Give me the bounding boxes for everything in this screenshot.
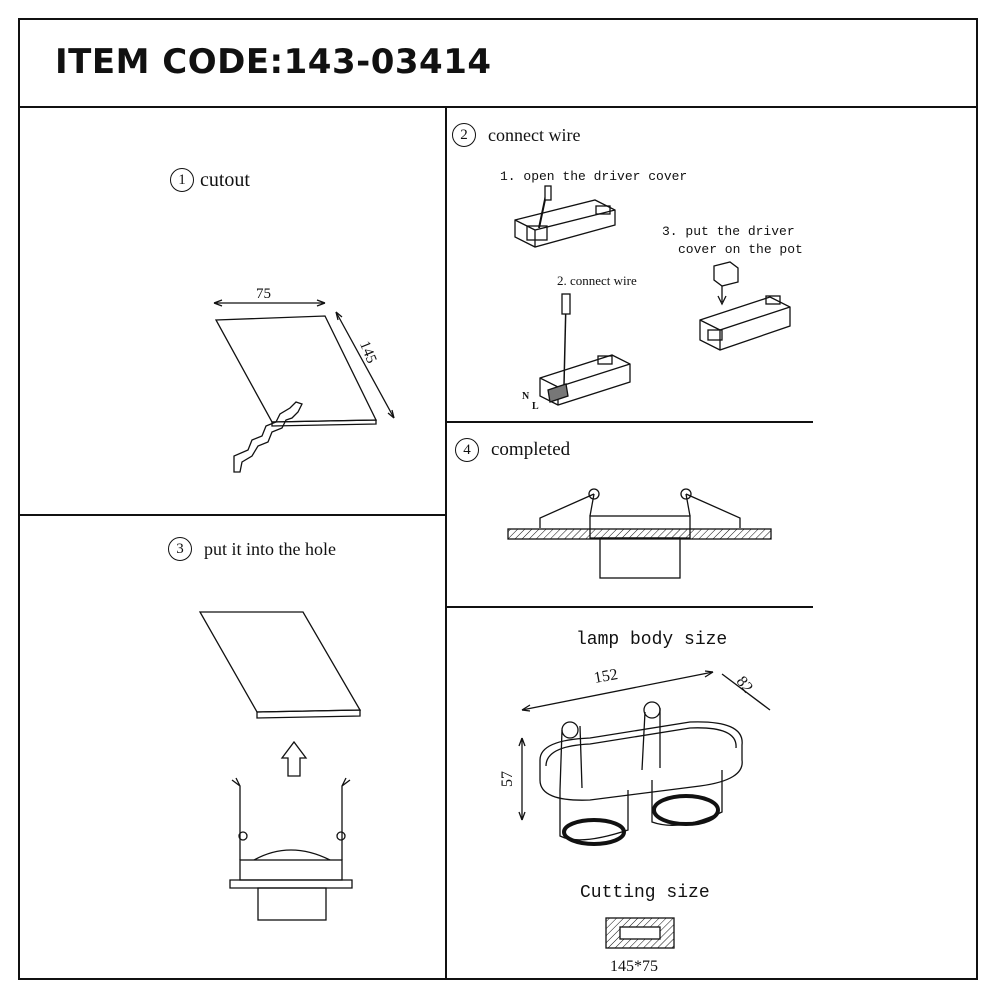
driver-connect-wire-drawing	[539, 293, 631, 406]
cutout-width-label: 75	[256, 286, 271, 302]
step-label: completed	[491, 439, 571, 460]
step-connect-wire-heading: 2 connect wire	[452, 123, 580, 147]
step-number-badge: 4	[455, 438, 479, 462]
right-divider-1	[446, 421, 813, 423]
step-put-in-hole-heading: 3 put it into the hole	[168, 537, 336, 561]
step-number-badge: 1	[170, 168, 194, 192]
lamp-insert-drawing	[229, 777, 353, 921]
item-code-title: ITEM CODE:143-03414	[55, 42, 492, 82]
substep-put-cover-line2: cover on the pot	[678, 242, 803, 257]
cutting-size-value: 145*75	[610, 958, 658, 975]
substep-connect-wire: 2. connect wire	[557, 273, 637, 288]
step-number-badge: 3	[168, 537, 192, 561]
step-label: connect wire	[488, 124, 581, 145]
step-label: put it into the hole	[204, 538, 336, 559]
wire-N-label: N	[522, 391, 530, 402]
cutout-drawing	[213, 299, 395, 473]
left-divider	[18, 514, 446, 516]
cutting-size-drawing	[605, 917, 675, 949]
cutting-size-title: Cutting size	[580, 883, 710, 903]
step-completed-heading: 4 completed	[455, 438, 570, 462]
lamp-body-drawing	[518, 670, 771, 846]
substep-put-cover-line1: 3. put the driver	[662, 224, 795, 239]
step-label: cutout	[200, 168, 250, 191]
step-cutout-heading: 1 cutout	[170, 168, 250, 192]
wire-L-label: L	[532, 401, 539, 412]
diagram-frame	[18, 18, 978, 980]
driver-open-cover-drawing	[514, 185, 616, 248]
center-divider	[445, 107, 447, 980]
panel-board-drawing	[198, 611, 362, 777]
step-number-badge: 2	[452, 123, 476, 147]
right-divider-2	[446, 606, 813, 608]
header-divider	[18, 106, 978, 108]
completed-install-drawing	[507, 488, 772, 579]
lamp-body-size-title: lamp body size	[576, 630, 728, 650]
driver-cover-on-drawing	[699, 261, 791, 351]
substep-open-cover: 1. open the driver cover	[500, 169, 688, 184]
